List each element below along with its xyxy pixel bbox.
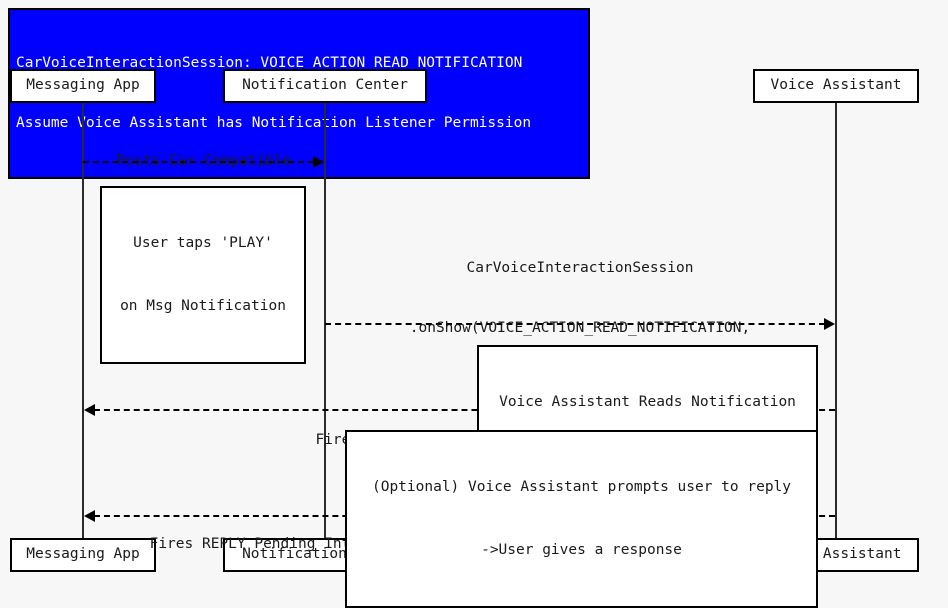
arrowhead-reply-intent bbox=[84, 510, 95, 522]
message-arrow-post-notification bbox=[83, 161, 314, 163]
diagram-title-line-2: Assume Voice Assistant has Notification … bbox=[16, 115, 532, 131]
participant-voice-assistant-top[interactable]: Voice Assistant bbox=[753, 69, 919, 103]
message-arrow-mark-as-read bbox=[94, 409, 835, 411]
sequence-diagram-canvas: CarVoiceInteractionSession: VOICE_ACTION… bbox=[8, 8, 919, 608]
arrowhead-mark-as-read bbox=[84, 404, 95, 416]
message-label-post-notification-line-1: Posts Car Compatible bbox=[116, 153, 292, 169]
lifeline-messaging-app bbox=[82, 103, 84, 538]
message-arrow-on-show bbox=[325, 323, 825, 325]
lifeline-voice-assistant bbox=[835, 103, 837, 538]
message-label-on-show-line-2: .onShow(VOICE_ACTION_READ_NOTIFICATION, bbox=[409, 320, 751, 336]
note-user-taps-play-line-2: on Msg Notification bbox=[120, 298, 286, 314]
arrowhead-post-notification bbox=[313, 156, 324, 168]
note-optional-reply-prompt-line-1: (Optional) Voice Assistant prompts user … bbox=[371, 479, 792, 495]
message-label-on-show-line-1: CarVoiceInteractionSession bbox=[466, 260, 694, 276]
note-user-taps-play-line-1: User taps 'PLAY' bbox=[133, 235, 273, 251]
participant-notification-center-top[interactable]: Notification Center bbox=[223, 69, 427, 103]
note-optional-reply-prompt: (Optional) Voice Assistant prompts user … bbox=[345, 430, 818, 608]
participant-messaging-app-bottom[interactable]: Messaging App bbox=[10, 538, 156, 572]
lifeline-notification-center bbox=[324, 103, 326, 538]
note-user-taps-play: User taps 'PLAY' on Msg Notification bbox=[100, 186, 306, 364]
diagram-title-line-1: CarVoiceInteractionSession: VOICE_ACTION… bbox=[16, 55, 523, 71]
note-assistant-reads-line-1: Voice Assistant Reads Notification bbox=[499, 394, 796, 410]
participant-messaging-app-top[interactable]: Messaging App bbox=[10, 69, 156, 103]
note-optional-reply-prompt-line-2: ->User gives a response bbox=[481, 542, 682, 558]
arrowhead-on-show bbox=[824, 318, 835, 330]
